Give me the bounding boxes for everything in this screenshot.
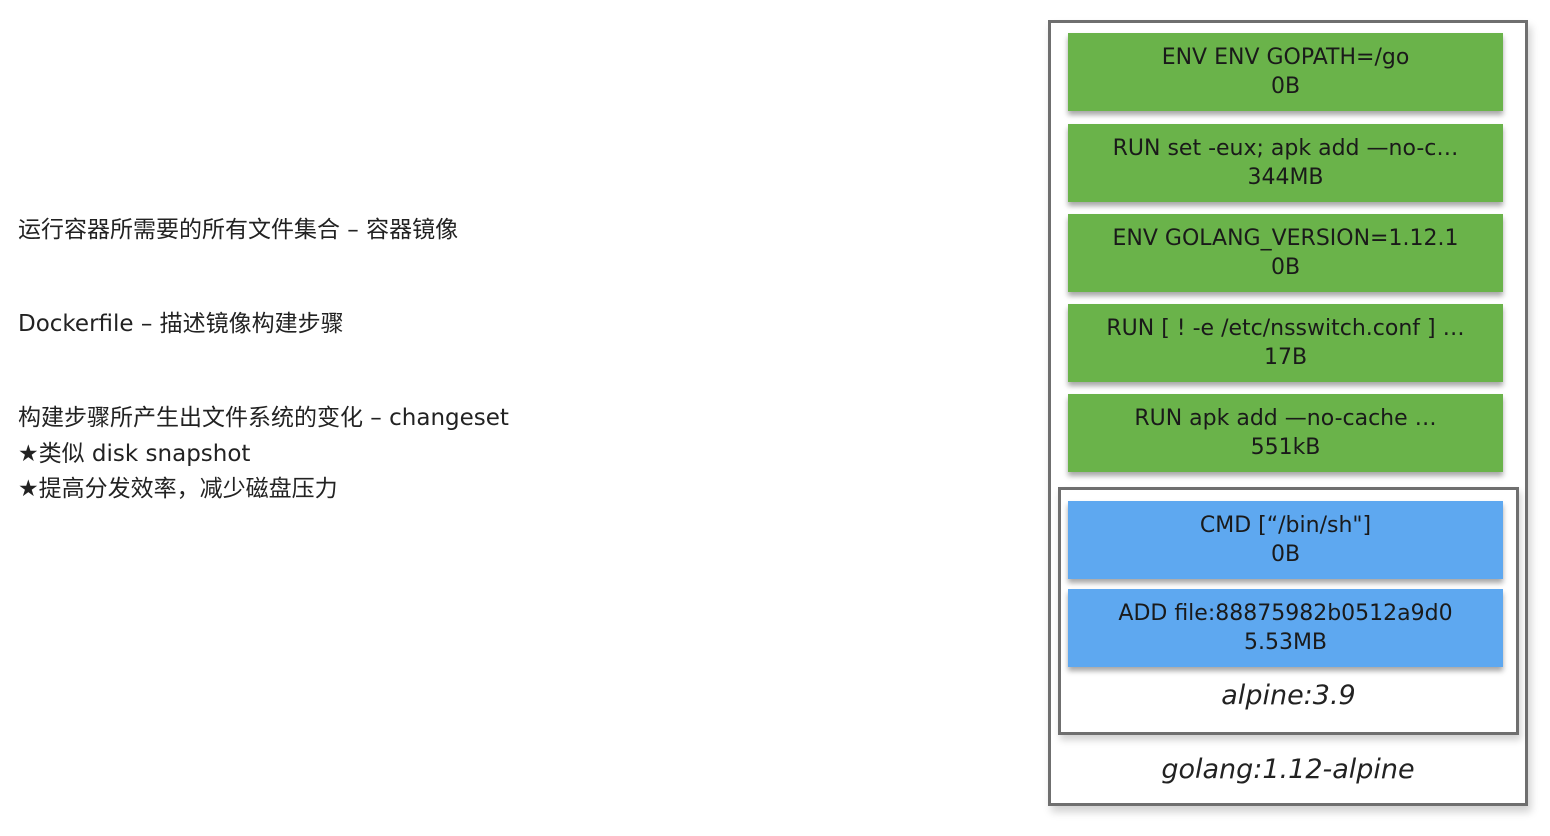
layer-command: ENV GOLANG_VERSION=1.12.1 [1112,226,1459,251]
layer-run-nsswitch: RUN [ ! -e /etc/nsswitch.conf ] … 17B [1068,304,1503,382]
layer-size: 0B [1270,255,1301,280]
image-definition-text: 运行容器所需要的所有文件集合 – 容器镜像 [18,217,459,243]
layer-run-apk-add: RUN set -eux; apk add —no-c… 344MB [1068,124,1503,202]
layer-env-gopath: ENV ENV GOPATH=/go 0B [1068,33,1503,111]
changeset-point-snapshot: ★类似 disk snapshot [18,441,251,467]
layer-command: RUN apk add —no-cache … [1134,406,1437,431]
layer-size: 344MB [1247,165,1324,190]
dockerfile-definition-text: Dockerfile – 描述镜像构建步骤 [18,311,344,337]
layer-run-apk-no-cache: RUN apk add —no-cache … 551kB [1068,394,1503,472]
layer-size: 17B [1263,345,1308,370]
golang-image-label: golang:1.12-alpine [1161,754,1415,785]
layer-command: RUN set -eux; apk add —no-c… [1112,136,1459,161]
layer-command: RUN [ ! -e /etc/nsswitch.conf ] … [1106,316,1465,341]
layer-cmd-bin-sh: CMD [“/bin/sh"] 0B [1068,501,1503,579]
layer-size: 0B [1270,74,1301,99]
layer-size: 0B [1270,542,1301,567]
layer-add-file: ADD file:88875982b0512a9d0 5.53MB [1068,589,1503,667]
layer-command: ADD file:88875982b0512a9d0 [1118,601,1453,626]
layer-command: ENV ENV GOPATH=/go [1161,45,1410,70]
layer-env-golang-version: ENV GOLANG_VERSION=1.12.1 0B [1068,214,1503,292]
alpine-image-label: alpine:3.9 [1221,680,1356,711]
layer-size: 551kB [1250,435,1321,460]
changeset-point-efficiency: ★提高分发效率，减少磁盘压力 [18,476,338,502]
layer-command: CMD [“/bin/sh"] [1199,513,1372,538]
changeset-definition-text: 构建步骤所产生出文件系统的变化 – changeset [18,405,509,431]
layer-size: 5.53MB [1243,630,1328,655]
